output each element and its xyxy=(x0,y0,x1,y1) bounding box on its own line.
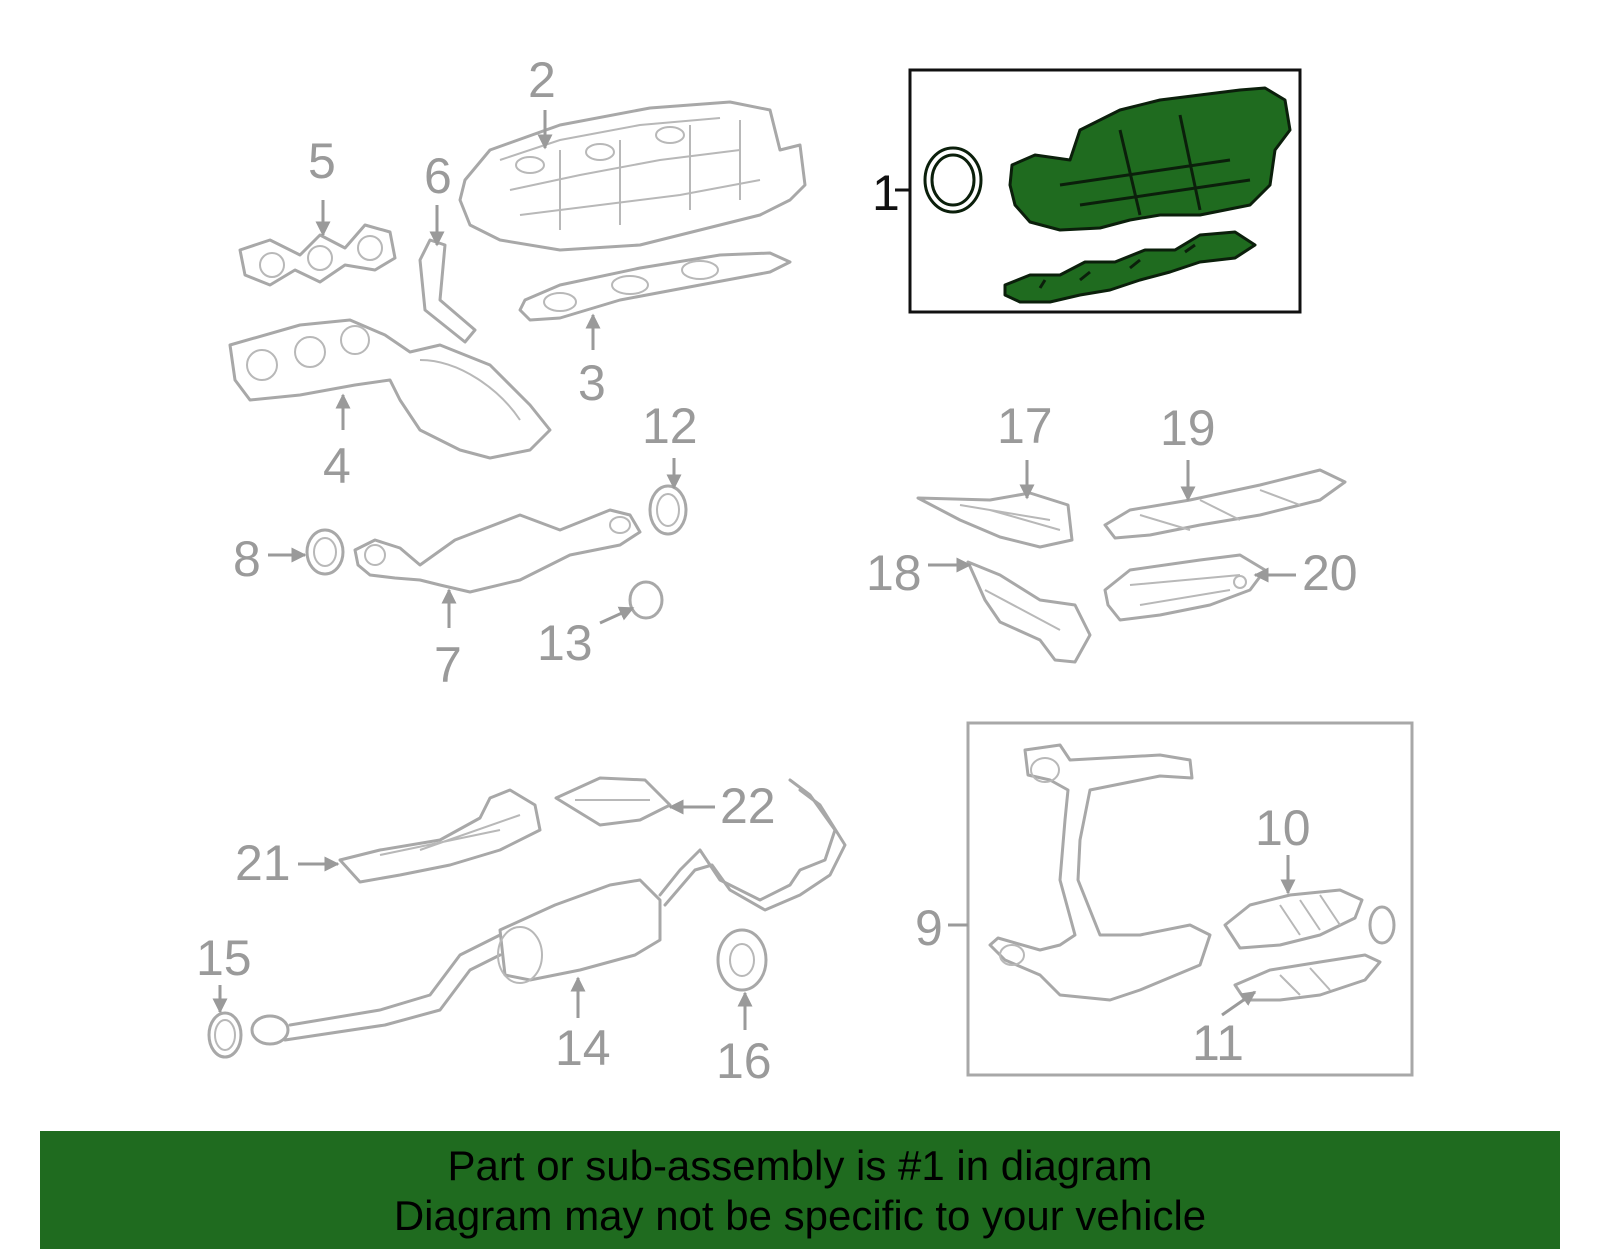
part-5-exhaust-manifold-gasket xyxy=(238,223,397,287)
callout-2: 2 xyxy=(528,52,556,108)
callout-3: 3 xyxy=(578,355,606,411)
part-12-gasket-ring xyxy=(648,484,688,536)
part-9-box xyxy=(966,721,1414,1077)
part-11-converter-shield xyxy=(1233,953,1382,1002)
part-1-o-ring xyxy=(923,146,983,214)
callout-13: 13 xyxy=(537,615,593,671)
part-1-box xyxy=(908,68,1302,314)
callout-8: 8 xyxy=(233,531,261,587)
callout-4: 4 xyxy=(323,438,351,494)
parts-diagram: 1 2 3 4 5 6 7 8 9 10 11 12 13 14 15 16 1… xyxy=(196,52,1414,1089)
callout-17: 17 xyxy=(997,398,1053,454)
part-2-intake-plenum xyxy=(458,100,807,252)
callout-21: 21 xyxy=(235,835,291,891)
callout-16: 16 xyxy=(716,1033,772,1089)
part-19-heat-shield xyxy=(1103,468,1347,540)
callout-5: 5 xyxy=(308,133,336,189)
callout-22: 22 xyxy=(720,778,776,834)
callout-14: 14 xyxy=(555,1020,611,1076)
callout-labels: 1 2 3 4 5 6 7 8 9 10 11 12 13 14 15 16 1… xyxy=(196,52,1358,1089)
banner-line-1: Part or sub-assembly is #1 in diagram xyxy=(447,1142,1153,1189)
part-14-muffler-pipe xyxy=(250,778,847,1046)
part-17-heat-shield xyxy=(916,491,1074,549)
part-8-gasket-ring xyxy=(305,528,345,576)
part-4-exhaust-manifold-converter xyxy=(228,318,552,460)
part-6-bracket xyxy=(418,238,477,344)
part-7-front-pipe xyxy=(353,508,642,594)
callout-11: 11 xyxy=(1192,1015,1244,1071)
part-21-heat-shield xyxy=(338,788,542,884)
callout-9: 9 xyxy=(915,900,943,956)
callout-7: 7 xyxy=(434,637,462,693)
banner-line-2: Diagram may not be specific to your vehi… xyxy=(393,1192,1207,1239)
part-9-front-pipe xyxy=(988,743,1212,1002)
callout-18: 18 xyxy=(866,545,922,601)
callout-10: 10 xyxy=(1255,800,1311,856)
info-banner: Part or sub-assembly is #1 in diagram Di… xyxy=(40,1131,1560,1249)
part-13-gasket-ring xyxy=(628,580,664,620)
callout-15: 15 xyxy=(196,930,252,986)
part-10-converter xyxy=(1223,888,1364,950)
callout-leaders xyxy=(212,110,1296,1030)
part-22-heat-shield xyxy=(554,776,672,827)
callout-6: 6 xyxy=(424,148,452,204)
part-16-hanger-mount xyxy=(716,928,768,992)
callout-1: 1 xyxy=(872,165,900,221)
part-3-plenum-gasket xyxy=(518,251,792,322)
part-15-gasket-ring xyxy=(207,1011,243,1059)
part-18-heat-shield xyxy=(966,560,1092,664)
part-1-intake-manifold xyxy=(1008,86,1292,232)
callout-20: 20 xyxy=(1302,545,1358,601)
part-20-heat-shield xyxy=(1103,553,1267,622)
callout-12: 12 xyxy=(642,398,698,454)
callout-19: 19 xyxy=(1160,400,1216,456)
